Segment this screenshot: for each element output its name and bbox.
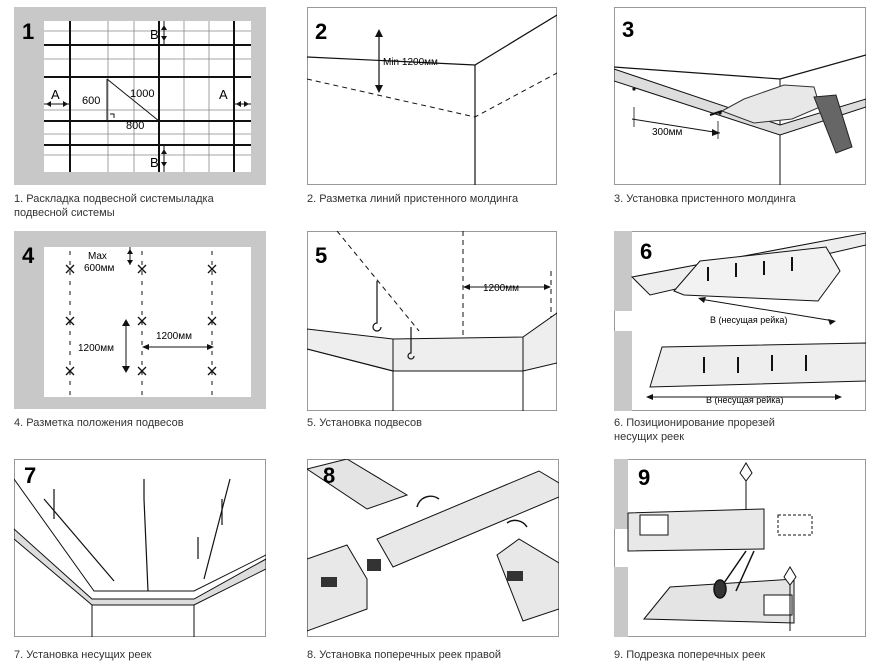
label-b-top: B <box>150 27 159 42</box>
scissors-icon <box>713 550 755 599</box>
panel-7-number: 7 <box>24 463 36 488</box>
label-a-left: A <box>51 87 60 102</box>
panel-6-drawing: 6 B (несущая рейка) B (несущая рейка) <box>614 231 866 411</box>
label-300: 300мм <box>652 127 683 138</box>
panel-8-number: 8 <box>323 463 335 488</box>
panel-5: 5 1200мм <box>307 231 557 411</box>
panel-1: 1 B B A A 600 1000 800 <box>14 7 266 185</box>
label-800: 800 <box>126 120 144 132</box>
label-a-right: A <box>219 87 228 102</box>
panel-4: 4 Max 600мм 1200мм 1200мм <box>14 231 266 409</box>
label-max: Max <box>88 251 107 262</box>
panel-6-number: 6 <box>640 239 652 264</box>
caption-7: 7. Установка несущих реек <box>14 649 152 661</box>
label-b-rail-1: B (несущая рейка) <box>710 315 787 325</box>
panel-7-drawing: 7 <box>14 459 266 637</box>
panel-6: 6 B (несущая рейка) B (несущая рейка) <box>614 231 866 411</box>
panel-5-number: 5 <box>315 243 327 268</box>
label-b-rail-2: B (несущая рейка) <box>706 395 783 405</box>
label-min-1200: Min 1200мм <box>383 57 438 68</box>
caption-6: 6. Позиционирование прорезей несущих рее… <box>614 417 775 443</box>
panel-3: 3 300мм <box>614 7 866 185</box>
caption-3: 3. Установка пристенного молдинга <box>614 193 796 205</box>
panel-2: 2 Min 1200мм <box>307 7 557 185</box>
panel-9-drawing: 9 <box>614 459 866 637</box>
panel-5-drawing: 5 1200мм <box>307 231 557 411</box>
caption-8: 8. Установка поперечных реек правой <box>307 649 501 661</box>
panel-4-drawing: 4 Max 600мм 1200мм 1200мм <box>14 231 266 409</box>
caption-1: 1. Раскладка подвесной системыладка подв… <box>14 193 214 219</box>
caption-2: 2. Разметка линий пристенного молдинга <box>307 193 519 205</box>
panel-3-number: 3 <box>622 17 634 42</box>
label-5-1200: 1200мм <box>483 283 519 294</box>
caption-5: 5. Установка подвесов <box>307 417 422 429</box>
caption-4: 4. Разметка положения подвесов <box>14 417 184 429</box>
panel-1-number: 1 <box>22 19 34 44</box>
label-v-1200: 1200мм <box>78 343 114 354</box>
label-b-bottom: B <box>150 155 159 170</box>
panel-9: 9 <box>614 459 866 637</box>
panel-3-drawing: 3 300мм <box>614 7 866 185</box>
panel-9-number: 9 <box>638 465 650 490</box>
caption-9: 9. Подрезка поперечных реек <box>614 649 766 661</box>
panel-8-drawing: 8 <box>307 459 559 637</box>
panel-4-number: 4 <box>22 243 35 268</box>
panel-7: 7 <box>14 459 266 637</box>
panel-8: 8 <box>307 459 559 637</box>
label-1000: 1000 <box>130 88 154 100</box>
panel-1-drawing: 1 B B A A 600 1000 800 <box>14 7 266 185</box>
panel-2-drawing: 2 Min 1200мм <box>307 7 557 185</box>
label-h-1200: 1200мм <box>156 331 192 342</box>
drill-icon <box>709 84 853 154</box>
label-max-600: 600мм <box>84 263 115 274</box>
label-600: 600 <box>82 95 100 107</box>
panel-2-number: 2 <box>315 19 327 44</box>
